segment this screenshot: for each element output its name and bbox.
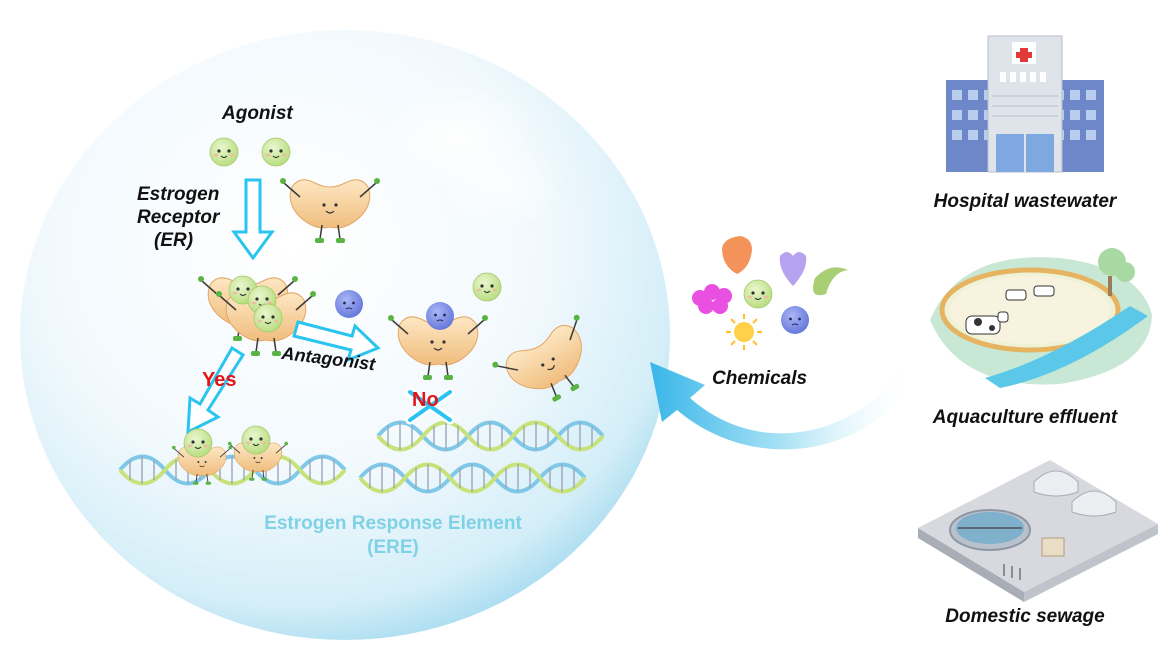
- drop-icon: [722, 236, 752, 274]
- receptor-label: Estrogen Receptor (ER): [137, 183, 219, 252]
- chemicals-label: Chemicals: [712, 368, 808, 389]
- source-label-aquaculture: Aquaculture effluent: [932, 407, 1118, 428]
- agonist-ligand: [743, 279, 773, 309]
- cow-icon: [965, 311, 1009, 335]
- antagonist-arrow-icon: [292, 320, 381, 363]
- sewage-plant-icon: [918, 460, 1158, 602]
- yes-label: Yes: [202, 369, 237, 391]
- antagonist-ligand: [780, 305, 810, 335]
- antagonist-ligand: [425, 301, 455, 331]
- ere-label: Estrogen Response Element (ERE): [233, 512, 553, 560]
- no-label: No: [412, 389, 439, 411]
- farm-icon: [930, 248, 1152, 388]
- heart-icon: [779, 252, 807, 286]
- agonist-ligand: [261, 137, 291, 167]
- exposure-arrow-icon: [650, 362, 918, 450]
- receptor-label-line: Receptor: [137, 207, 220, 228]
- bubble-highlight: [435, 140, 565, 230]
- sun-icon: [726, 314, 762, 350]
- source-label-sewage: Domestic sewage: [945, 606, 1105, 627]
- binding-arrow-icon: [231, 178, 275, 261]
- antagonist-ligand: [334, 289, 364, 319]
- agonist-ligand: [472, 272, 502, 302]
- leaf-icon: [813, 267, 848, 296]
- ere-label-line: (ERE): [367, 537, 419, 558]
- no-x-icon: [405, 387, 455, 425]
- blob-icon: [692, 284, 732, 314]
- hospital-icon: [946, 35, 1104, 173]
- receptor-label-line: Estrogen: [137, 184, 220, 205]
- receptor-label-line: (ER): [154, 230, 194, 251]
- chemicals-cluster: [692, 236, 848, 350]
- yes-arrow-icon: [186, 345, 246, 435]
- agonist-ligand: [209, 137, 239, 167]
- ere-label-line: Estrogen Response Element: [264, 513, 522, 534]
- source-label-hospital: Hospital wastewater: [933, 191, 1117, 212]
- agonist-label: Agonist: [222, 103, 293, 124]
